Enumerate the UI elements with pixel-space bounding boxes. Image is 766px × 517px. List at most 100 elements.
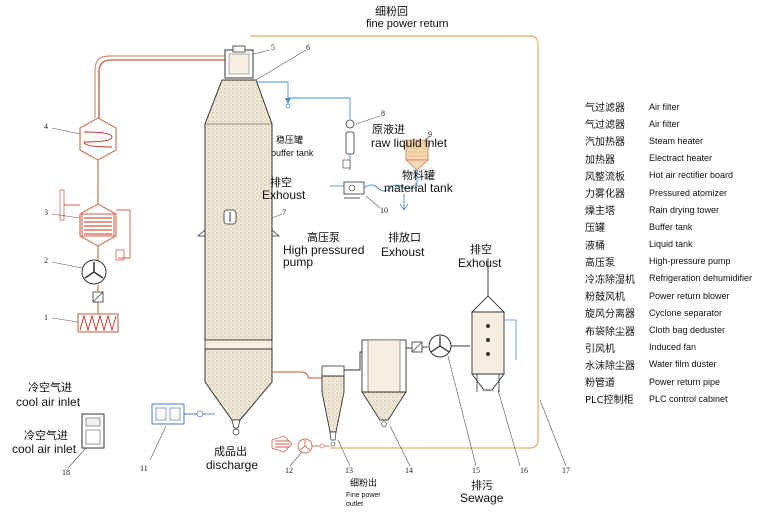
exhoust-en: Exhoust bbox=[262, 188, 306, 202]
buffer-tank-en: buffer tank bbox=[271, 148, 314, 158]
legend-en: Air filter bbox=[649, 118, 680, 129]
exhoust2-zh: 排空 bbox=[470, 243, 492, 256]
legend-zh: 引风机 bbox=[585, 343, 615, 355]
legend-en: Buffer tank bbox=[649, 221, 693, 232]
water-film-duster-16 bbox=[470, 258, 517, 392]
callout-18: 18 bbox=[62, 468, 70, 477]
callout-5: 5 bbox=[271, 43, 275, 52]
callout-3: 3 bbox=[44, 208, 48, 217]
hot-air-rectifier-5 bbox=[224, 45, 254, 79]
legend-row: 气过滤器 Air filter bbox=[585, 115, 766, 132]
raw-liquid-en: raw liquid inlet bbox=[371, 136, 448, 150]
callout-6: 6 bbox=[306, 43, 310, 52]
fine-power-return-en: fine power return bbox=[366, 18, 449, 30]
legend-zh: 液桶 bbox=[585, 240, 605, 252]
product-out-zh: 成品出 bbox=[214, 445, 247, 458]
buffer-tank-zh: 稳压罐 bbox=[276, 136, 304, 146]
electric-heater-4 bbox=[79, 117, 117, 161]
legend-en: Hot air rectifier board bbox=[649, 170, 734, 181]
fine-power-return-zh: 细粉回 bbox=[375, 5, 408, 18]
cool-air-2-zh: 冷空气进 bbox=[24, 429, 68, 442]
callout-16: 16 bbox=[520, 466, 528, 475]
legend-row: 高压泵 High-pressure pump bbox=[585, 253, 766, 270]
refrigeration-dehumidifier-11 bbox=[151, 403, 215, 425]
high-pressure-pump-10 bbox=[330, 181, 417, 211]
hp-pump-zh: 高压泵 bbox=[307, 231, 340, 244]
legend-en: Power return blower bbox=[649, 290, 730, 301]
drying-tower-7 bbox=[196, 79, 281, 436]
legend-row: 力雾化器 Pressured atomizer bbox=[585, 184, 766, 201]
legend-zh: 高压泵 bbox=[585, 257, 615, 269]
legend-row: 布袋除尘器 Cloth bag deduster bbox=[585, 321, 766, 338]
cyclone-separator-13 bbox=[321, 351, 368, 447]
legend-row: 粉鼓风机 Power return blower bbox=[585, 287, 766, 304]
discharge-port-zh: 排放口 bbox=[388, 231, 421, 244]
fine-powder-out-zh: 细粉出 bbox=[350, 479, 378, 489]
material-tank-en: material tank bbox=[384, 181, 453, 195]
callout-12: 12 bbox=[285, 466, 293, 475]
hp-pump-en-1: High pressured bbox=[283, 243, 365, 257]
legend-zh: 布袋除尘器 bbox=[585, 326, 635, 338]
legend-en: Air filter bbox=[649, 101, 680, 112]
legend-zh: 冷冻除湿机 bbox=[585, 274, 635, 286]
buffer-tank-8 bbox=[342, 119, 355, 170]
product-out-en: discharge bbox=[206, 458, 259, 472]
fine-powder-out-en-1: Fine power bbox=[346, 492, 381, 499]
legend-en: Electract heater bbox=[649, 153, 713, 164]
legend-en: Pressured atomizer bbox=[649, 187, 728, 198]
legend-en: High-pressure pump bbox=[649, 256, 731, 267]
blower-2 bbox=[81, 242, 107, 292]
material-tank-zh: 物料罐 bbox=[402, 169, 435, 182]
callout-7: 7 bbox=[282, 208, 286, 217]
legend-en: Induced fan bbox=[649, 342, 697, 353]
legend-row: 风整流板 Hot air rectifier board bbox=[585, 167, 766, 184]
legend-zh: 加热器 bbox=[585, 154, 615, 166]
power-return-pipe bbox=[250, 35, 539, 449]
sewage-zh: 排污 bbox=[471, 479, 493, 492]
legend-zh: 气过滤器 bbox=[585, 120, 625, 132]
steam-heater-3 bbox=[59, 160, 131, 261]
plc-control-cabinet-18 bbox=[81, 413, 105, 449]
callout-1: 1 bbox=[44, 313, 48, 322]
legend-row: 旋风分离器 Cyclone separator bbox=[585, 304, 766, 321]
cool-air-1-en: cool air inlet bbox=[16, 395, 81, 409]
legend-row: 冷冻除湿机 Refrigeration dehumidifier bbox=[585, 270, 766, 287]
callout-13: 13 bbox=[345, 466, 353, 475]
air-filter-1 bbox=[77, 300, 119, 333]
callout-10: 10 bbox=[380, 206, 388, 215]
legend-row: 燥主塔 Rain drying tower bbox=[585, 201, 766, 218]
cool-air-1-zh: 冷空气进 bbox=[28, 381, 72, 394]
callout-14: 14 bbox=[405, 466, 413, 475]
legend-zh: 汽加热器 bbox=[585, 137, 625, 149]
callout-4: 4 bbox=[44, 122, 48, 131]
callout-15: 15 bbox=[472, 466, 480, 475]
legend-zh: 风整流板 bbox=[585, 171, 625, 183]
legend-row: 加热器 Electract heater bbox=[585, 150, 766, 167]
feed-line bbox=[256, 81, 351, 120]
legend-zh: 燥主塔 bbox=[585, 206, 615, 218]
bag-deduster-14 bbox=[361, 339, 428, 427]
legend-row: 液桶 Liquid tank bbox=[585, 236, 766, 253]
legend-zh: 旋风分离器 bbox=[585, 309, 635, 321]
legend-zh: 力雾化器 bbox=[585, 189, 625, 201]
legend-zh: 压罐 bbox=[585, 223, 605, 235]
callout-17: 17 bbox=[562, 466, 570, 475]
legend-en: Refrigeration dehumidifier bbox=[649, 273, 753, 284]
legend-en: Rain drying tower bbox=[649, 204, 720, 215]
legend-zh: 粉鼓风机 bbox=[585, 292, 625, 304]
cool-air-2-en: cool air inlet bbox=[12, 442, 77, 456]
callout-8: 8 bbox=[381, 109, 385, 118]
discharge-port-en: Exhoust bbox=[381, 245, 425, 259]
exhoust-zh: 排空 bbox=[270, 176, 292, 189]
legend-en: Cyclone separator bbox=[649, 307, 723, 318]
material-tank-9 bbox=[404, 139, 430, 186]
legend-en: Cloth bag deduster bbox=[649, 325, 726, 336]
legend-row: 压罐 Buffer tank bbox=[585, 218, 766, 235]
legend-en: Liquid tank bbox=[649, 239, 693, 250]
